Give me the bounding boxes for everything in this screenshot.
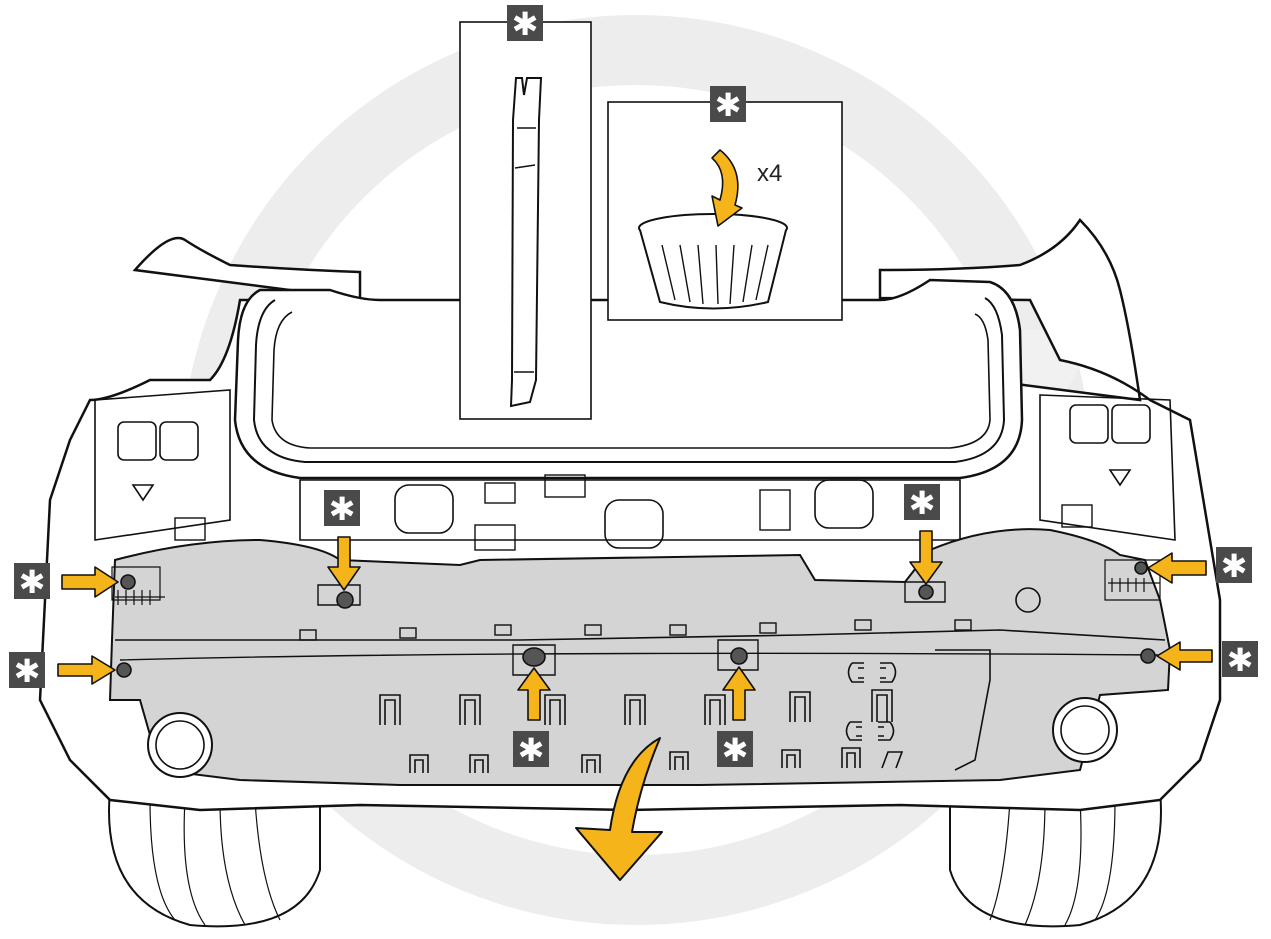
fastener-arrow-icon [61, 566, 119, 598]
marker-badge-icon: ✱ [324, 490, 360, 528]
fastener-point [1140, 648, 1156, 664]
push-clip-inset [607, 101, 843, 321]
marker-badge-icon: ✱ [710, 86, 746, 124]
bumper-support-panel [108, 528, 1172, 786]
marker-badge-icon: ✱ [513, 731, 549, 769]
fastener-point [730, 647, 748, 665]
fastener-arrows [57, 530, 1213, 721]
marker-badge-icon: ✱ [14, 563, 50, 601]
fastener-arrow-icon [909, 530, 943, 585]
removal-direction-arrow-icon [575, 737, 663, 881]
fastener-arrow-icon [57, 655, 116, 685]
fastener-point [116, 662, 132, 678]
fastener-arrow-icon [1147, 552, 1207, 584]
fastener-arrow-icon [1156, 641, 1213, 671]
fastener-point [336, 591, 354, 609]
fastener-quantity-label: x4 [757, 160, 783, 187]
marker-badge-icon: ✱ [1216, 547, 1252, 585]
left-rear-wheel [108, 789, 321, 928]
fastener-point [120, 574, 136, 590]
marker-badge-icon: ✱ [717, 731, 753, 769]
marker-badge-icon: ✱ [1222, 641, 1258, 679]
right-rear-wheel [949, 789, 1162, 928]
fastener-points [116, 561, 1156, 678]
fastener-point [918, 584, 934, 600]
trim-tool-inset [459, 21, 592, 420]
marker-badge-icon: ✱ [9, 652, 45, 690]
fastener-arrow-icon [711, 149, 743, 227]
marker-badge-icon: ✱ [507, 5, 543, 43]
push-clip-icon [638, 213, 788, 310]
trim-removal-tool-icon [509, 77, 543, 408]
fastener-arrow-icon [517, 667, 551, 721]
fastener-point [1134, 561, 1148, 575]
marker-badge-icon: ✱ [904, 484, 940, 522]
fastener-arrow-icon [327, 536, 361, 591]
fastener-point [522, 647, 546, 667]
fastener-arrow-icon [722, 666, 756, 721]
